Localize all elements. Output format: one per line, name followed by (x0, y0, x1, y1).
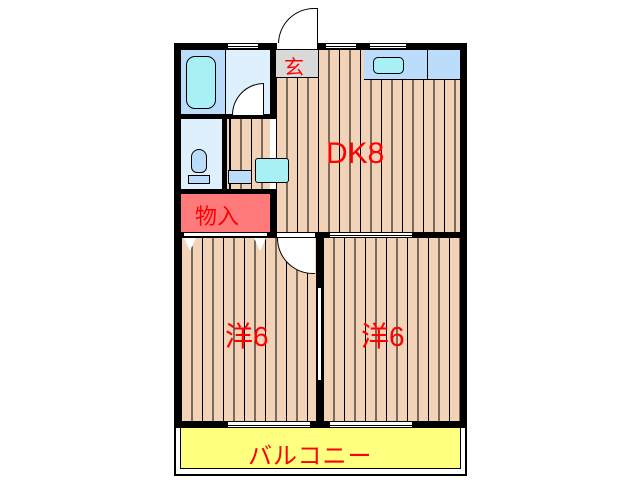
window-balcony-right (330, 421, 412, 428)
wall-storage-top (181, 189, 276, 194)
wall-bath-bottom (181, 114, 276, 119)
bathtub-icon (186, 56, 216, 109)
window-kitchen (326, 43, 356, 49)
storage (181, 194, 270, 232)
closet-door-left-icon (184, 238, 196, 251)
balcony (180, 428, 461, 469)
western-room-right (323, 238, 460, 421)
dining-kitchen (276, 50, 460, 232)
wall-bath-divider (225, 50, 226, 115)
window-bath (228, 43, 258, 49)
front-door-icon (278, 8, 318, 44)
sliding-door-bedrooms (317, 288, 322, 380)
window-balcony-left (228, 421, 310, 428)
closet-door-right-icon (254, 238, 266, 251)
window-kitchen-right (370, 43, 406, 49)
balcony-label: バルコニー (248, 443, 373, 470)
wall-toilet-right (222, 119, 227, 189)
toilet-icon (191, 149, 207, 173)
western-room-right-label: 洋6 (361, 321, 405, 352)
entrance (276, 50, 319, 78)
sliding-door-dk (330, 232, 412, 238)
wall-bottom (174, 421, 467, 428)
wall-left (174, 43, 181, 428)
storage-label: 物入 (195, 204, 240, 229)
closet-door-strip (183, 232, 268, 237)
toilet-tank-icon (188, 175, 210, 184)
wall-right (460, 43, 467, 428)
entry-opening (277, 43, 317, 50)
dining-kitchen-label: DK8 (326, 137, 385, 170)
counter-divider (427, 50, 428, 79)
entrance-label: 玄 (284, 57, 304, 79)
wall-top (174, 43, 467, 50)
wall-storage-right (270, 189, 276, 237)
wall-wet-right (270, 50, 276, 115)
washing-machine-icon (228, 170, 252, 184)
refrigerator-icon (255, 158, 289, 183)
western-room-left-label: 洋6 (225, 321, 269, 352)
sink-icon (373, 57, 404, 74)
